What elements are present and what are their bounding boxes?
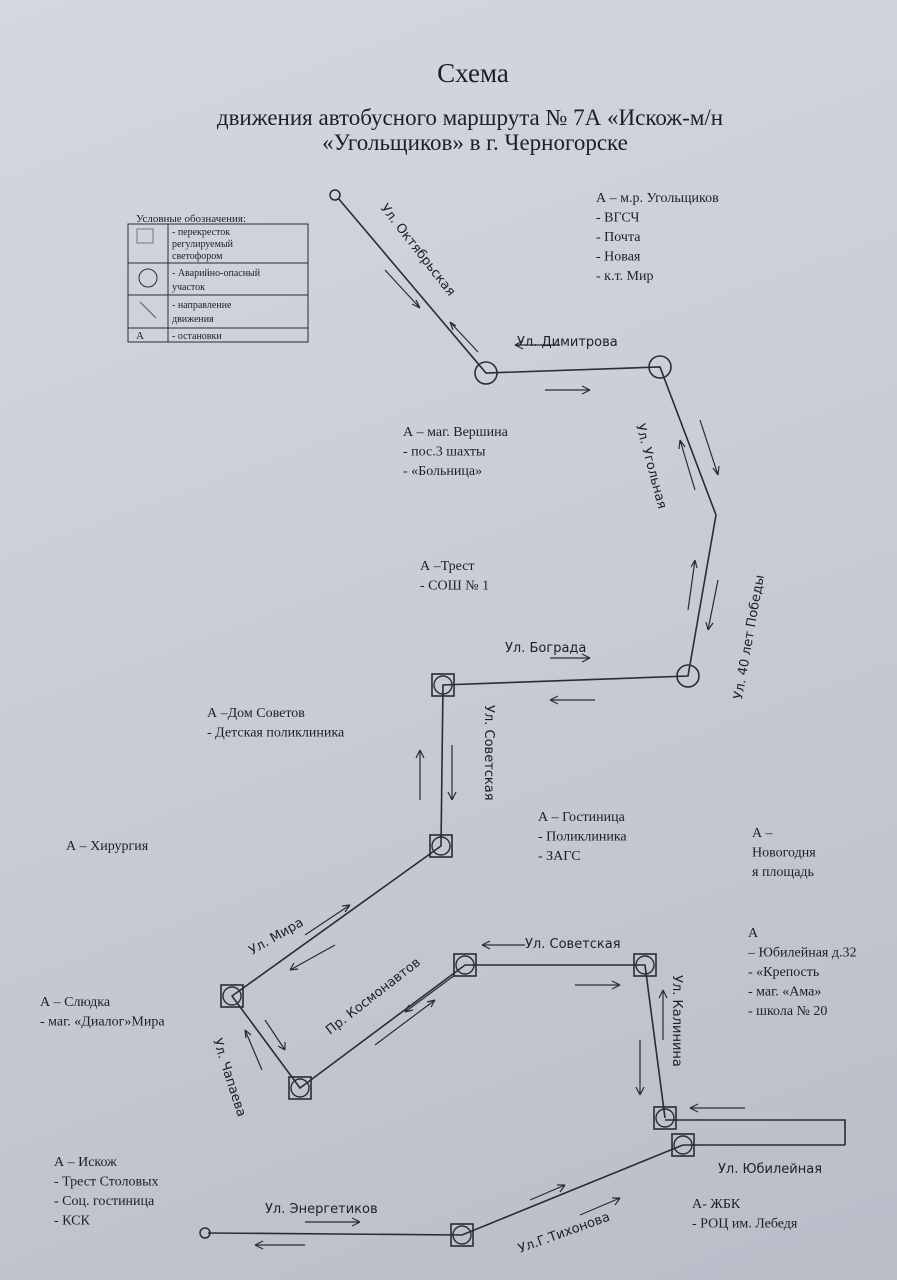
route-line [230, 197, 717, 1119]
street-energetikov: Ул. Энергетиков [265, 1202, 378, 1217]
danger-circle-icon [452, 1225, 472, 1245]
street-kosmonavtov: Пр. Космонавтов [323, 955, 423, 1038]
street-mira: Ул. Мира [247, 915, 307, 958]
street-sovetskaya-vertical: Ул. Советская [481, 705, 496, 801]
stop-label-yubileynaya: - маг. «Ама» [748, 985, 821, 1000]
stop-label-vershina: - «Больница» [403, 464, 482, 479]
stop-label-gostinitsa: - Поликлиника [538, 830, 627, 845]
street-40-let-pobedy: Ул. 40 лет Победы [731, 574, 768, 701]
stops: А – м.р. Угольщиков - ВГСЧ - Почта - Новая -… [40, 191, 856, 1232]
stop-label-ugolshchikov: А – м.р. Угольщиков [596, 191, 719, 206]
traffic-light-square-icon [450, 1223, 474, 1247]
stop-label-ugolshchikov: - к.т. Мир [596, 269, 653, 284]
traffic-light-square-icon [653, 1106, 677, 1130]
stop-label-yubileynaya: – Юбилейная д.32 [747, 946, 856, 961]
stop-label-ugolshchikov: - Новая [596, 250, 641, 265]
legend-arrow-icon [139, 301, 157, 319]
stop-label-vershina: А – маг. Вершина [403, 425, 509, 440]
stop-label-zhbk: А- ЖБК [692, 1197, 741, 1212]
stop-label-iskozh: - Трест Столовых [54, 1175, 158, 1190]
street-ugolnaya: Ул. Угольная [632, 422, 669, 510]
legend-text: - остановки [172, 331, 222, 342]
stop-label-novogodnyaya: А – [752, 826, 774, 841]
route-line-south [207, 1144, 684, 1236]
stop-label-yubileynaya: А [748, 926, 759, 941]
legend-circle-icon [138, 268, 158, 288]
stop-label-gostinitsa: А – Гостиница [538, 810, 626, 825]
danger-circle-icon [635, 955, 655, 975]
direction-arrows [244, 269, 745, 1250]
legend-heading: Условные обозначения: [136, 213, 246, 225]
traffic-light-square-icon [633, 953, 657, 977]
stop-label-iskozh: А – Искож [54, 1155, 117, 1170]
danger-circle-icon [673, 1135, 693, 1155]
stop-label-gostinitsa: - ЗАГС [538, 849, 581, 864]
traffic-light-square-icon [429, 834, 453, 858]
legend: Условные обозначения: А - перекресток ре… [127, 213, 309, 343]
stop-label-slyudka: - маг. «Диалог»Мира [40, 1015, 165, 1030]
markers [199, 189, 700, 1247]
street-kalinina: Ул. Калинина [669, 975, 684, 1067]
traffic-light-square-icon [671, 1133, 695, 1157]
danger-circle-icon [655, 1108, 675, 1128]
legend-text: - Аварийно-опасный [172, 268, 261, 279]
street-yubileynaya: Ул. Юбилейная [718, 1162, 822, 1177]
stop-label-novogodnyaya: Новогодня [752, 846, 816, 861]
danger-circle-icon [648, 355, 672, 379]
stop-label-trest: - СОШ № 1 [420, 579, 489, 594]
danger-circle-icon [431, 836, 451, 856]
traffic-light-square-icon [431, 673, 455, 697]
street-dimitrova: Ул. Димитрова [517, 335, 618, 350]
legend-text: светофором [172, 251, 223, 262]
street-chapaeva: Ул. Чапаева [209, 1037, 248, 1119]
danger-circle-icon [222, 986, 242, 1006]
street-oktyabrskaya: Ул. Октябрьская [377, 201, 458, 299]
stop-label-dom-sovetov: А –Дом Советов [207, 706, 305, 721]
danger-circle-icon [474, 361, 498, 385]
terminal-circle-icon [199, 1227, 211, 1239]
terminal-circle-icon [329, 189, 341, 201]
stop-label-yubileynaya: - «Крепость [748, 965, 819, 980]
stop-label-novogodnyaya: я площадь [752, 865, 814, 880]
stop-label-trest: А –Трест [420, 559, 475, 574]
danger-circle-icon [455, 955, 475, 975]
stop-label-vershina: - пос.3 шахты [403, 445, 486, 460]
traffic-light-square-icon [288, 1076, 312, 1100]
danger-circle-icon [676, 664, 700, 688]
legend-text: регулируемый [172, 239, 234, 250]
legend-text: участок [172, 282, 205, 293]
stop-label-iskozh: - Соц. гостиница [54, 1194, 155, 1209]
stop-label-yubileynaya: - школа № 20 [748, 1004, 827, 1019]
street-bograda: Ул. Бограда [505, 641, 586, 656]
traffic-light-square-icon [453, 953, 477, 977]
danger-circle-icon [433, 675, 453, 695]
stop-label-zhbk: - РОЦ им. Лебедя [692, 1217, 798, 1232]
stop-label-iskozh: - КСК [54, 1214, 90, 1229]
street-tikhonova: Ул.Г.Тихонова [516, 1210, 612, 1257]
title-line1: Схема [437, 58, 509, 88]
stop-label-slyudka: А – Слюдка [40, 995, 111, 1010]
stop-label-dom-sovetov: - Детская поликлиника [207, 726, 345, 741]
yubileynaya-road [665, 1119, 846, 1146]
legend-text: движения [172, 314, 214, 325]
stop-label-ugolshchikov: - Почта [596, 230, 641, 245]
stop-label-khirurgiya: А – Хирургия [66, 839, 149, 854]
legend-text: - перекресток [172, 227, 230, 238]
legend-text: - направление [172, 300, 232, 311]
traffic-light-square-icon [220, 673, 695, 1247]
traffic-light-square-icon [220, 984, 244, 1008]
legend-stop-symbol: А [136, 330, 144, 342]
danger-circle-icon [290, 1078, 310, 1098]
stop-label-ugolshchikov: - ВГСЧ [596, 211, 640, 226]
legend-square-icon [136, 228, 154, 244]
title-line2: движения автобусного маршрута № 7А «Иско… [217, 105, 723, 130]
title-line3: «Угольщиков» в г. Черногорске [322, 130, 628, 155]
street-sovetskaya-horizontal: Ул. Советская [525, 937, 621, 952]
